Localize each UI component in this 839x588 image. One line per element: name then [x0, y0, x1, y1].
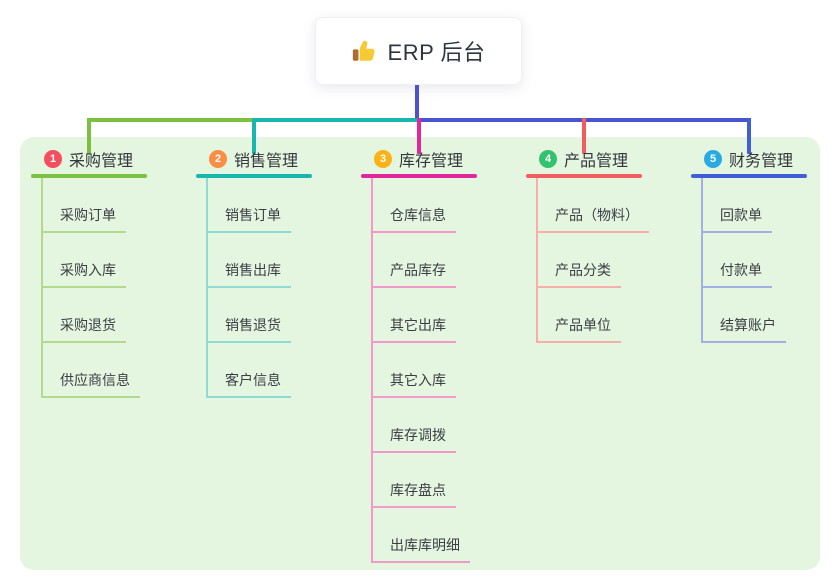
connector-horizontal-segment	[254, 118, 419, 122]
child-node[interactable]: 仓库信息	[371, 178, 456, 233]
child-node-label: 产品分类	[555, 262, 611, 278]
child-node-label: 客户信息	[225, 372, 281, 388]
branch-children: 采购订单 采购入库 采购退货 供应商信息	[31, 178, 191, 398]
child-node-label: 库存盘点	[390, 482, 446, 498]
root-node-label: ERP 后台	[387, 40, 486, 65]
branch-children: 销售订单 销售出库 销售退货 客户信息	[196, 178, 356, 398]
child-node-label: 其它出库	[390, 317, 446, 333]
root-node[interactable]: ERP 后台	[315, 17, 522, 85]
branch-title: 产品管理	[564, 152, 629, 170]
branch-column: 4 产品管理 产品（物料） 产品分类 产品单位	[526, 144, 686, 343]
branch-vertical-line	[701, 178, 703, 341]
child-node[interactable]: 其它出库	[371, 288, 456, 343]
branch-node[interactable]: 2 销售管理	[196, 144, 356, 173]
child-node[interactable]: 产品单位	[536, 288, 621, 343]
branch-vertical-line	[536, 178, 538, 341]
branch-vertical-line	[41, 178, 43, 396]
branch-title: 库存管理	[399, 152, 464, 170]
child-node-label: 产品单位	[555, 317, 611, 333]
child-node-label: 回款单	[720, 207, 762, 223]
branch-underline	[526, 174, 642, 178]
branch-underline	[196, 174, 312, 178]
branch-children: 仓库信息 产品库存 其它出库 其它入库 库存调拨 库存盘点 出库库明细	[361, 178, 521, 563]
child-node[interactable]: 采购退货	[41, 288, 126, 343]
branch-underline	[691, 174, 807, 178]
child-node-label: 销售订单	[225, 207, 281, 223]
branch-title: 采购管理	[69, 152, 134, 170]
child-node-label: 库存调拨	[390, 427, 446, 443]
child-node-label: 采购退货	[60, 317, 116, 333]
branch-column: 5 财务管理 回款单 付款单 结算账户	[691, 144, 839, 343]
child-node-label: 结算账户	[720, 317, 776, 333]
child-node[interactable]: 付款单	[701, 233, 772, 288]
branch-title: 销售管理	[234, 152, 299, 170]
child-node[interactable]: 销售出库	[206, 233, 291, 288]
branch-column: 1 采购管理 采购订单 采购入库 采购退货 供应商信息	[31, 144, 191, 398]
branch-column: 2 销售管理 销售订单 销售出库 销售退货 客户信息	[196, 144, 356, 398]
child-node[interactable]: 库存盘点	[371, 453, 456, 508]
child-node[interactable]: 其它入库	[371, 343, 456, 398]
child-node-label: 销售退货	[225, 317, 281, 333]
child-node[interactable]: 出库库明细	[371, 508, 470, 563]
branch-underline	[31, 174, 147, 178]
child-node[interactable]: 产品分类	[536, 233, 621, 288]
branch-underline	[361, 174, 477, 178]
child-node[interactable]: 库存调拨	[371, 398, 456, 453]
child-node-label: 产品库存	[390, 262, 446, 278]
child-node[interactable]: 客户信息	[206, 343, 291, 398]
branch-number-badge: 2	[209, 149, 227, 168]
child-node-label: 供应商信息	[60, 372, 130, 388]
connector-horizontal-segment	[87, 118, 254, 122]
branch-node[interactable]: 1 采购管理	[31, 144, 191, 173]
connector-branch-drop	[417, 118, 421, 154]
child-node-label: 付款单	[720, 262, 762, 278]
connector-branch-drop	[582, 118, 586, 154]
child-node-label: 其它入库	[390, 372, 446, 388]
branch-node[interactable]: 4 产品管理	[526, 144, 686, 173]
branch-children: 产品（物料） 产品分类 产品单位	[526, 178, 686, 343]
child-node-label: 采购订单	[60, 207, 116, 223]
child-node[interactable]: 销售订单	[206, 178, 291, 233]
child-node-label: 销售出库	[225, 262, 281, 278]
child-node-label: 采购入库	[60, 262, 116, 278]
branch-number-badge: 5	[704, 149, 722, 168]
child-node[interactable]: 产品库存	[371, 233, 456, 288]
branch-node[interactable]: 3 库存管理	[361, 144, 521, 173]
branch-vertical-line	[371, 178, 373, 561]
branch-node[interactable]: 5 财务管理	[691, 144, 839, 173]
child-node[interactable]: 结算账户	[701, 288, 786, 343]
branch-number-badge: 4	[539, 149, 557, 168]
child-node[interactable]: 采购入库	[41, 233, 126, 288]
branch-number-badge: 3	[374, 149, 392, 168]
child-node[interactable]: 销售退货	[206, 288, 291, 343]
child-node[interactable]: 供应商信息	[41, 343, 140, 398]
thumbs-up-icon	[352, 38, 378, 64]
branch-title: 财务管理	[729, 152, 794, 170]
child-node[interactable]: 采购订单	[41, 178, 126, 233]
branch-column: 3 库存管理 仓库信息 产品库存 其它出库 其它入库 库存调拨 库存盘点 出库库…	[361, 144, 521, 563]
branch-number-badge: 1	[44, 149, 62, 168]
child-node-label: 仓库信息	[390, 207, 446, 223]
branch-children: 回款单 付款单 结算账户	[691, 178, 839, 343]
connector-branch-drop	[87, 118, 91, 154]
child-node[interactable]: 产品（物料）	[536, 178, 649, 233]
branch-vertical-line	[206, 178, 208, 396]
connector-branch-drop	[252, 118, 256, 154]
branches-panel	[20, 137, 820, 570]
connector-branch-drop	[747, 118, 751, 154]
child-node-label: 产品（物料）	[555, 207, 639, 223]
child-node[interactable]: 回款单	[701, 178, 772, 233]
child-node-label: 出库库明细	[390, 537, 460, 553]
root-connector	[415, 85, 419, 122]
